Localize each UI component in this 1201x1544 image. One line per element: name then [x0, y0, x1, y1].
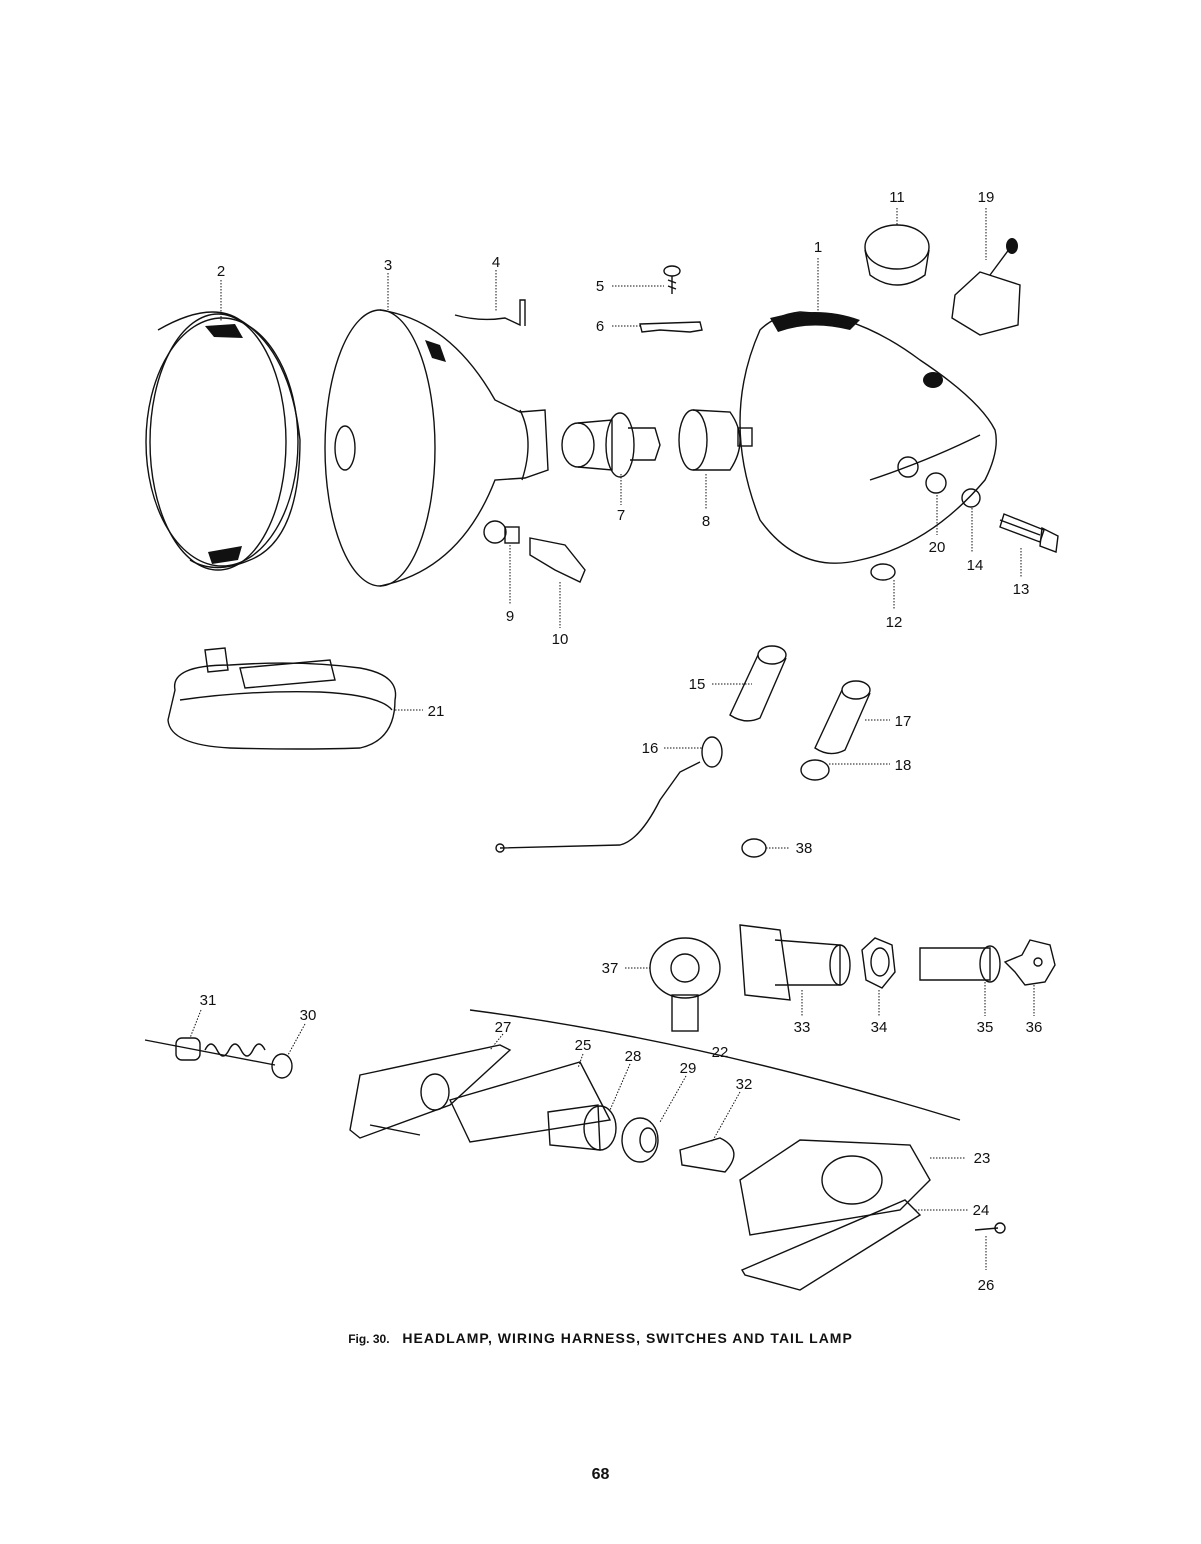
callout-25: 25: [575, 1037, 592, 1054]
part-lead-wire: [499, 761, 701, 849]
part-toggle-switch: [951, 238, 1021, 336]
part-spring-clip: [639, 321, 703, 333]
part-switch-cover: [649, 937, 721, 1032]
callout-36: 36: [1026, 1019, 1043, 1036]
part-ignition-switch-body: [739, 924, 851, 1001]
callout-15: 15: [689, 676, 706, 693]
part-clip: [454, 299, 526, 327]
part-hex-nut: [861, 937, 896, 989]
part-wiring-harness: [167, 647, 397, 750]
callout-21: 21: [428, 703, 445, 720]
part-bulb-holder: [678, 409, 753, 471]
callout-17: 17: [895, 713, 912, 730]
part-small-screw: [974, 1222, 1006, 1234]
callout-33: 33: [794, 1019, 811, 1036]
assembly-bracket-line: [469, 1009, 961, 1121]
part-reflector: [324, 309, 549, 587]
callout-10: 10: [552, 631, 569, 648]
callout-9: 9: [506, 608, 514, 625]
page-number: 68: [591, 1466, 610, 1483]
callout-31: 31: [200, 992, 217, 1009]
part-rim: [145, 311, 301, 571]
callout-27: 27: [495, 1019, 512, 1036]
callout-32: 32: [736, 1076, 753, 1093]
part-plug: [741, 838, 767, 858]
callout-34: 34: [871, 1019, 888, 1036]
figure-title: HEADLAMP, WIRING HARNESS, SWITCHES AND T…: [402, 1330, 853, 1346]
callout-37: 37: [602, 960, 619, 977]
part-bulb-small: [701, 736, 723, 768]
callout-1: 1: [814, 239, 822, 256]
part-warning-light: [729, 645, 787, 722]
callout-13: 13: [1013, 581, 1030, 598]
callout-labels: 1 2 3 4 5 6 7 8 9 10 11 12 13 14 15 16 1…: [200, 189, 1043, 1294]
part-sealing-ring: [800, 759, 830, 781]
part-bolt: [999, 513, 1059, 553]
figure-number: Fig. 30.: [348, 1332, 390, 1346]
callout-38: 38: [796, 840, 813, 857]
callout-30: 30: [300, 1007, 317, 1024]
part-key: [1003, 939, 1056, 986]
callout-19: 19: [978, 189, 995, 206]
part-horn-push: [144, 1037, 293, 1079]
part-tail-bulb: [679, 1137, 735, 1173]
callout-16: 16: [642, 740, 659, 757]
part-gasket: [449, 1061, 612, 1143]
part-pilot-bulb: [483, 520, 520, 544]
callout-18: 18: [895, 757, 912, 774]
callout-6: 6: [596, 318, 604, 335]
callout-14: 14: [967, 557, 984, 574]
part-ignition-light: [814, 680, 871, 755]
callout-2: 2: [217, 263, 225, 280]
part-bulb-socket: [621, 1117, 659, 1163]
callout-22: 22: [712, 1044, 729, 1061]
callout-8: 8: [702, 513, 710, 530]
callout-4: 4: [492, 254, 500, 271]
callout-24: 24: [973, 1202, 990, 1219]
callout-29: 29: [680, 1060, 697, 1077]
callout-5: 5: [596, 278, 604, 295]
callout-11: 11: [889, 189, 905, 206]
callout-7: 7: [617, 507, 625, 524]
part-grommet: [870, 563, 896, 581]
figure-caption: Fig. 30. HEADLAMP, WIRING HARNESS, SWITC…: [0, 1330, 1201, 1346]
part-tail-lens: [739, 1139, 931, 1236]
leader-lines: [189, 208, 1035, 1270]
part-washer: [961, 488, 981, 508]
part-meter: [864, 224, 930, 286]
part-lamp-holder: [547, 1104, 617, 1151]
callout-23: 23: [974, 1150, 991, 1167]
part-tail-base: [740, 1199, 922, 1291]
part-lock-barrel: [919, 945, 1001, 983]
callout-12: 12: [886, 614, 903, 631]
callout-35: 35: [977, 1019, 994, 1036]
callout-28: 28: [625, 1048, 642, 1065]
part-bulb: [561, 412, 661, 478]
part-screw: [663, 265, 681, 294]
part-pilot-holder: [529, 537, 586, 583]
part-bush: [925, 472, 947, 494]
callout-3: 3: [384, 257, 392, 274]
part-tail-lamp-plate: [349, 1044, 512, 1139]
part-headlamp-shell: [739, 311, 997, 564]
callout-26: 26: [978, 1277, 995, 1294]
callout-20: 20: [929, 539, 946, 556]
